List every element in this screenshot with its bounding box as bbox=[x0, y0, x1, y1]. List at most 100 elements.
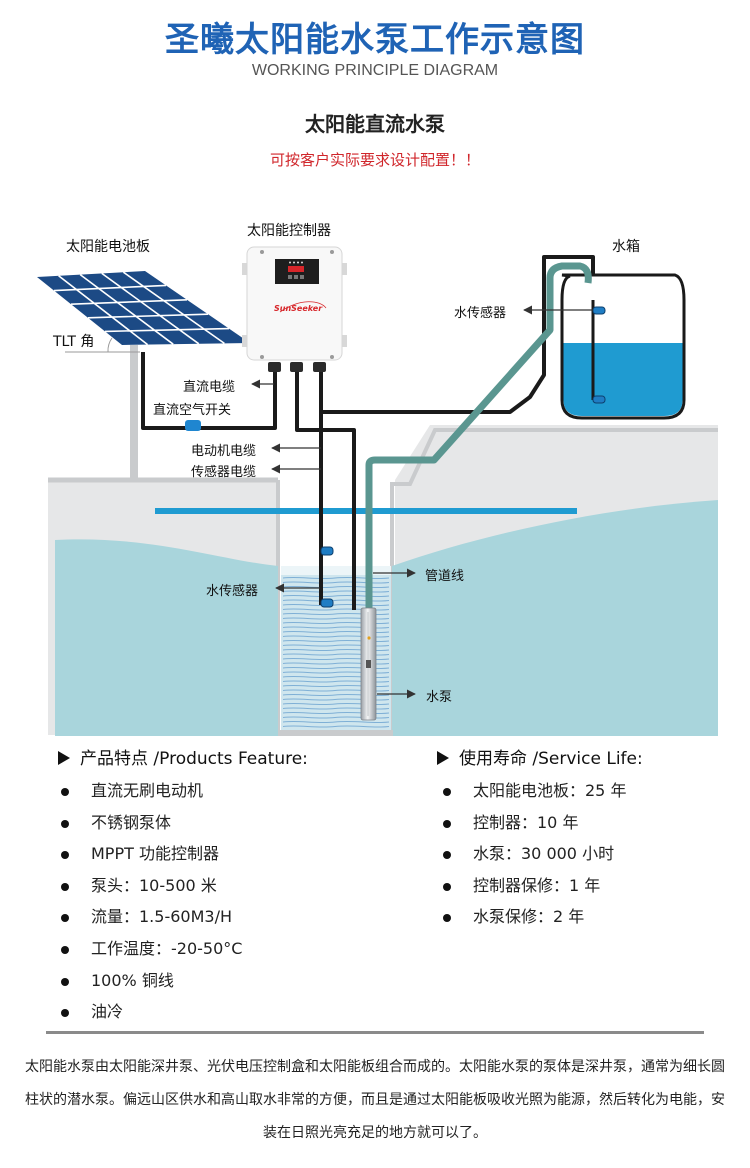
service-life-heading: 使用寿命 /Service Life: bbox=[437, 744, 643, 769]
dc-breaker-switch bbox=[185, 420, 201, 431]
water-wave-line bbox=[282, 594, 390, 598]
working-principle-diagram: 太阳能电池板 太阳能控制器 TLT 角 直流电缆 直流空气开关 电动机电缆 传感… bbox=[0, 200, 750, 745]
label-tank-sensor: 水传感器 bbox=[454, 306, 507, 321]
feature-text: 工作温度：-20-50°C bbox=[91, 938, 243, 958]
panel-grid-line bbox=[87, 313, 209, 319]
feature-item: 工作温度：-20-50°C bbox=[61, 933, 242, 965]
customization-note: 可按客户实际要求设计配置！！ bbox=[269, 151, 480, 169]
bullet-icon bbox=[61, 788, 69, 796]
panel-grid-line bbox=[53, 284, 167, 292]
water-wave-line bbox=[282, 725, 390, 728]
triangle-bullet-icon bbox=[58, 751, 70, 765]
tank-sensor-cable bbox=[321, 255, 595, 414]
label-tilt-angle: TLT 角 bbox=[53, 334, 95, 350]
feature-text: 不锈钢泵体 bbox=[91, 812, 172, 832]
panel-grid-line bbox=[101, 272, 200, 345]
feature-text: 流量：1.5-60M3/H bbox=[91, 907, 232, 927]
label-pipeline: 管道线 bbox=[425, 569, 465, 584]
groundwater-right bbox=[392, 500, 718, 736]
label-solar-panel: 太阳能电池板 bbox=[66, 239, 150, 255]
service-life-text: 水泵保修：2 年 bbox=[473, 907, 585, 927]
bullet-icon bbox=[61, 819, 69, 828]
label-pump: 水泵 bbox=[426, 690, 453, 705]
service-life-text: 太阳能电池板：25 年 bbox=[473, 781, 627, 800]
features-heading: 产品特点 /Products Feature: bbox=[58, 744, 308, 769]
service-life-item: 水泵保修：2 年 bbox=[443, 901, 626, 933]
service-life-text: 控制器：10 年 bbox=[473, 812, 579, 832]
bullet-icon bbox=[61, 945, 69, 954]
service-life-item: 水泵：30 000 小时 bbox=[443, 838, 626, 870]
water-wave-line bbox=[282, 603, 390, 607]
service-life-item: 太阳能电池板：25 年 bbox=[443, 775, 626, 807]
feature-text: 油冷 bbox=[91, 1002, 124, 1022]
page-subtitle-english: WORKING PRINCIPLE DIAGRAM bbox=[251, 62, 499, 79]
feature-item: 100% 铜线 bbox=[61, 965, 242, 997]
feature-text: 泵头：10-500 米 bbox=[91, 875, 217, 895]
water-wave-line bbox=[282, 576, 390, 580]
bullet-icon bbox=[443, 788, 451, 796]
label-sensor-cable: 传感器电缆 bbox=[191, 465, 257, 480]
bullet-icon bbox=[443, 882, 451, 891]
section-divider bbox=[46, 1031, 704, 1034]
label-controller: 太阳能控制器 bbox=[247, 223, 331, 239]
bullet-icon bbox=[443, 819, 451, 828]
bullet-icon bbox=[61, 1009, 69, 1018]
bullet-icon bbox=[443, 914, 451, 923]
panel-post bbox=[130, 345, 138, 480]
service-life-item: 控制器保修：1 年 bbox=[443, 870, 626, 902]
label-dc-breaker: 直流空气开关 bbox=[153, 403, 232, 418]
panel-grid-line bbox=[70, 299, 188, 305]
well-sensor-lower bbox=[320, 598, 334, 608]
feature-item: 流量：1.5-60M3/H bbox=[61, 901, 242, 933]
well-sensor-upper bbox=[320, 546, 334, 556]
feature-text: 直流无刷电动机 bbox=[91, 781, 204, 800]
solar-controller bbox=[242, 246, 347, 372]
feature-text: MPPT 功能控制器 bbox=[91, 844, 219, 864]
water-wave-line bbox=[282, 720, 390, 724]
tank-sensor-lower bbox=[592, 395, 606, 404]
features-heading-text: 产品特点 /Products Feature: bbox=[80, 749, 308, 769]
service-life-heading-text: 使用寿命 /Service Life: bbox=[459, 749, 643, 769]
water-wave-line bbox=[282, 581, 390, 584]
feature-item: 直流无刷电动机 bbox=[61, 775, 242, 807]
panel-grid-line bbox=[58, 275, 149, 346]
water-tank bbox=[560, 273, 686, 420]
water-pump bbox=[360, 607, 377, 721]
service-life-text: 控制器保修：1 年 bbox=[473, 875, 601, 895]
description-paragraph: 太阳能水泵由太阳能深井泵、光伏电压控制盒和太阳能板组合而成的。太阳能水泵的泵体是… bbox=[25, 1059, 725, 1141]
dc-cable bbox=[141, 352, 277, 430]
water-wave-line bbox=[282, 585, 390, 589]
service-life-item: 控制器：10 年 bbox=[443, 807, 626, 839]
water-wave-line bbox=[282, 590, 390, 593]
service-life-text: 水泵：30 000 小时 bbox=[473, 844, 615, 864]
page-title: 圣曦太阳能水泵工作示意图 bbox=[165, 20, 585, 60]
feature-item: 不锈钢泵体 bbox=[61, 807, 242, 839]
controller-brand-logo: SunSeeker bbox=[274, 304, 323, 313]
tank-sensor-upper bbox=[592, 306, 606, 315]
feature-text: 100% 铜线 bbox=[91, 970, 174, 990]
bullet-icon bbox=[443, 851, 451, 860]
service-life-list: 太阳能电池板：25 年 控制器：10 年 水泵：30 000 小时 控制器保修：… bbox=[443, 775, 626, 933]
groundwater bbox=[55, 539, 278, 736]
panel-grid-line bbox=[122, 271, 225, 345]
label-motor-cable: 电动机电缆 bbox=[191, 444, 257, 459]
label-well-sensor: 水传感器 bbox=[206, 584, 259, 599]
feature-item: MPPT 功能控制器 bbox=[61, 838, 242, 870]
motor-cable bbox=[295, 372, 356, 610]
panel-grid-line bbox=[79, 273, 174, 345]
product-heading: 太阳能直流水泵 bbox=[305, 112, 445, 136]
label-dc-cable: 直流电缆 bbox=[183, 380, 236, 395]
label-water-tank: 水箱 bbox=[612, 239, 640, 255]
bullet-icon bbox=[61, 977, 69, 986]
solar-panel bbox=[37, 271, 250, 346]
triangle-bullet-icon bbox=[437, 751, 449, 765]
diagram-illustration bbox=[37, 246, 718, 736]
panel-grid-line bbox=[104, 327, 230, 333]
pipeline bbox=[365, 262, 592, 610]
water-wave-line bbox=[282, 599, 390, 602]
bullet-icon bbox=[61, 914, 69, 923]
feature-item: 油冷 bbox=[61, 996, 242, 1028]
bullet-icon bbox=[61, 851, 69, 860]
feature-item: 泵头：10-500 米 bbox=[61, 870, 242, 902]
features-list: 直流无刷电动机 不锈钢泵体 MPPT 功能控制器 泵头：10-500 米 流量：… bbox=[61, 775, 242, 1028]
